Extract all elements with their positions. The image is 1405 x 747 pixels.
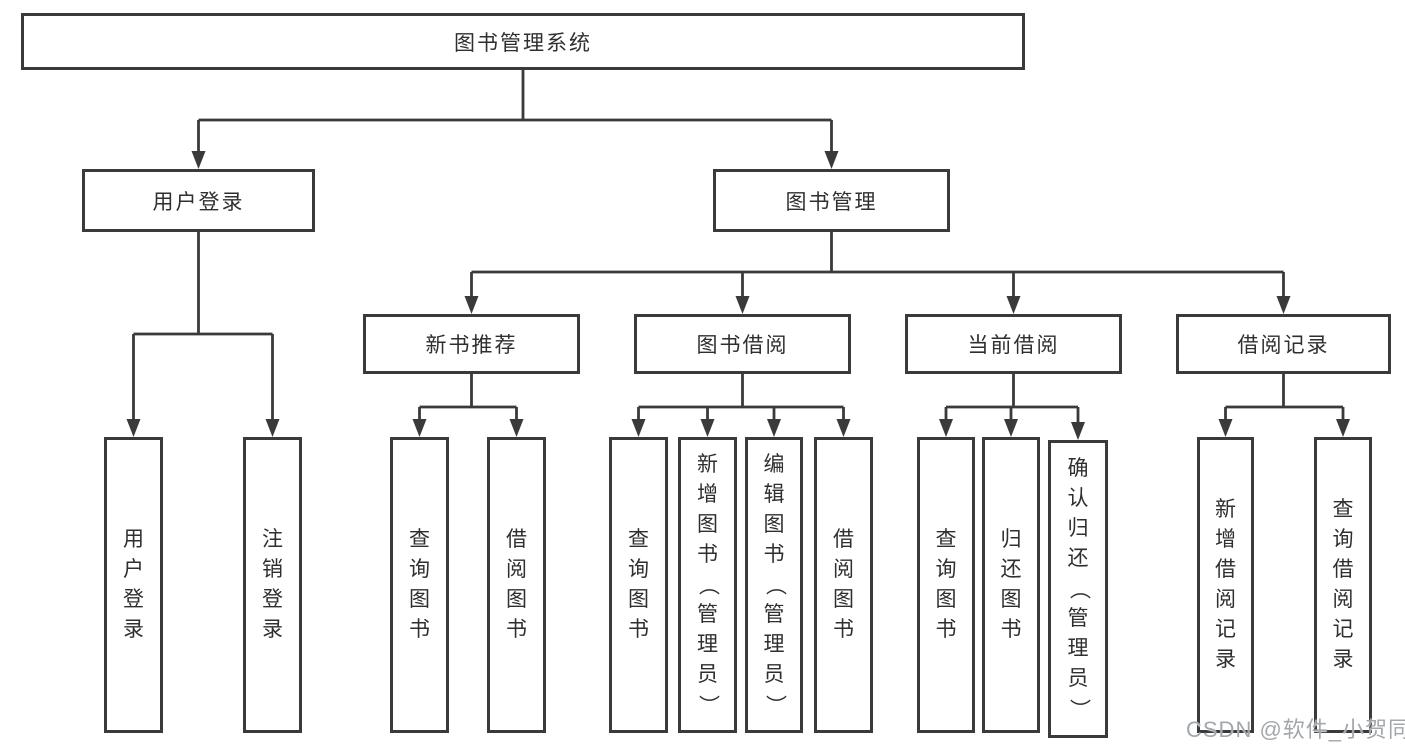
node-borrow-add-books-admin: 新增图书（管理员） <box>678 437 737 733</box>
node-label: 新书推荐 <box>425 334 518 357</box>
csdn-watermark: CSDN @软件_小贺同学 <box>1186 717 1405 742</box>
node-borrowing-records: 借阅记录 <box>1176 314 1391 374</box>
node-borrow-borrow-books: 借阅图书 <box>814 437 873 733</box>
node-label: 查询图书 <box>409 528 430 641</box>
node-user-login: 用户登录 <box>82 169 315 232</box>
node-label: 图书借阅 <box>696 334 789 357</box>
node-current-query-books: 查询图书 <box>917 437 975 733</box>
node-newrec-borrow-books: 借阅图书 <box>487 437 546 733</box>
node-label: 新增图书（管理员） <box>696 453 720 716</box>
node-label: 编辑图书（管理员） <box>763 453 786 716</box>
node-label: 借阅记录 <box>1237 334 1330 357</box>
node-label: 新增借阅记录 <box>1215 498 1236 671</box>
node-book-management: 图书管理 <box>713 169 950 232</box>
node-label: 归还图书 <box>1000 528 1022 641</box>
node-records-query-record: 查询借阅记录 <box>1314 437 1372 733</box>
node-label: 用户登录 <box>123 528 144 641</box>
node-current-borrowing: 当前借阅 <box>905 314 1122 374</box>
node-records-add-record: 新增借阅记录 <box>1197 437 1254 733</box>
arrowheads <box>126 151 1350 440</box>
node-current-return-books: 归还图书 <box>982 437 1040 733</box>
node-book-borrowing: 图书借阅 <box>634 314 851 374</box>
node-label: 查询借阅记录 <box>1332 498 1354 671</box>
node-label: 借阅图书 <box>506 528 527 641</box>
node-logout-action: 注销登录 <box>243 437 302 733</box>
node-new-book-recommend: 新书推荐 <box>363 314 580 374</box>
node-label: 借阅图书 <box>833 528 854 641</box>
node-label: 查询图书 <box>935 528 957 641</box>
node-newrec-query-books: 查询图书 <box>390 437 449 733</box>
node-current-confirm-return-admin: 确认归还（管理员） <box>1048 440 1108 738</box>
node-label: 确认归还（管理员） <box>1067 457 1090 720</box>
node-label: 当前借阅 <box>967 334 1060 357</box>
node-borrow-query-books: 查询图书 <box>609 437 668 733</box>
node-label: 图书管理系统 <box>454 31 592 55</box>
node-borrow-edit-books-admin: 编辑图书（管理员） <box>745 437 803 733</box>
node-system-root: 图书管理系统 <box>21 13 1025 70</box>
node-label: 图书管理 <box>785 190 878 214</box>
node-label: 注销登录 <box>262 528 283 641</box>
node-user-login-action: 用户登录 <box>104 437 163 733</box>
connector-paths <box>132 70 1345 422</box>
node-label: 查询图书 <box>628 528 649 641</box>
node-label: 用户登录 <box>152 190 245 214</box>
